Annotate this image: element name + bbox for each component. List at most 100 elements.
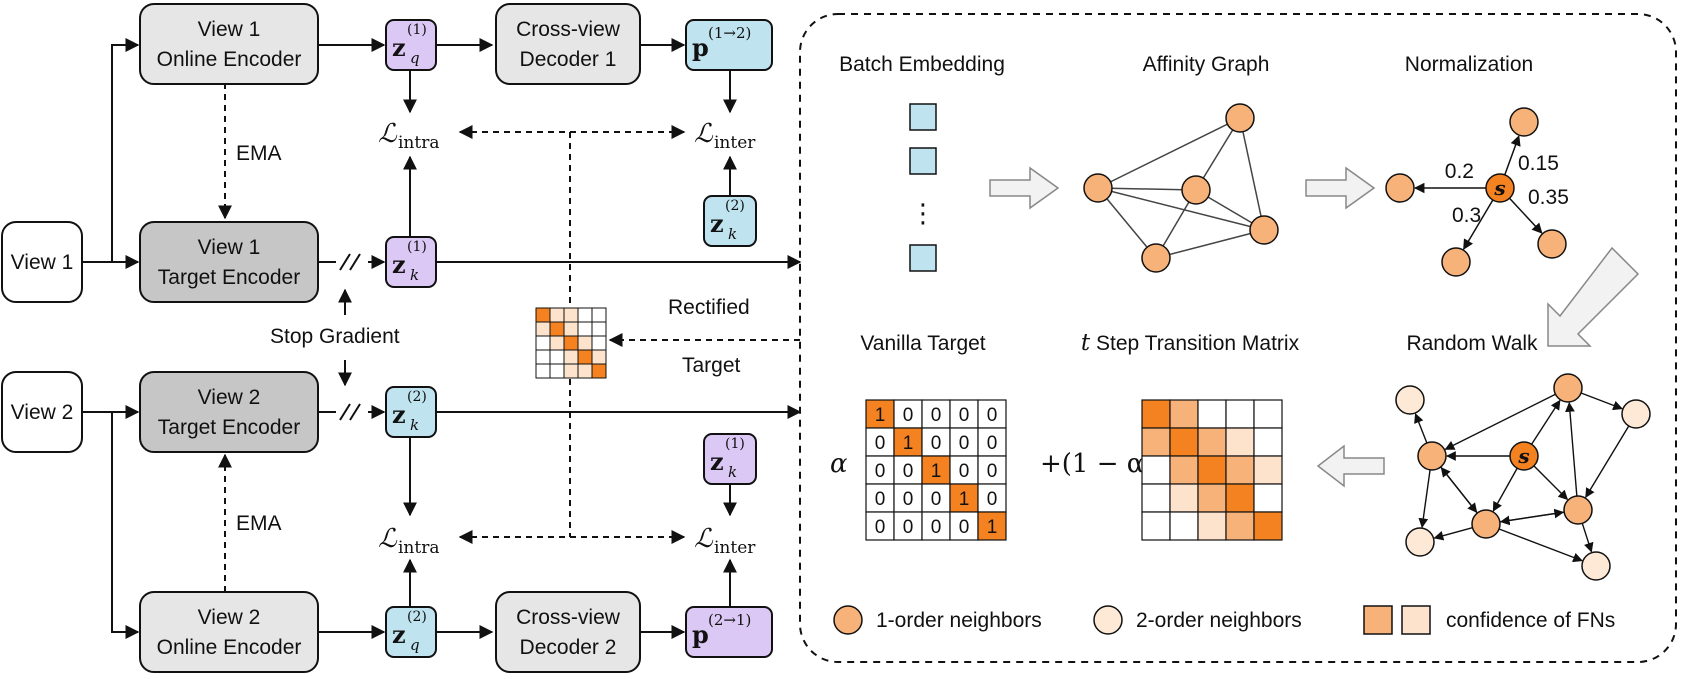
identity-cell-value: 0	[987, 489, 998, 510]
alpha-symbol: α	[830, 449, 848, 479]
identity-cell-value: 0	[875, 489, 886, 510]
loss-intra-bottom: ℒ intra	[378, 524, 439, 558]
small-matrix-cell	[577, 349, 593, 365]
random-walk-title: Random Walk	[1406, 332, 1538, 355]
identity-cell	[949, 399, 979, 429]
identity-cell	[977, 399, 1007, 429]
small-matrix-cell	[563, 363, 579, 379]
small-matrix-cell	[563, 307, 579, 323]
svg-text:(1): (1)	[407, 22, 427, 38]
transition-cell	[1197, 427, 1227, 457]
walk-edge	[1533, 465, 1569, 501]
affinity-node	[1249, 215, 1279, 245]
zq1-token: z (1) q	[385, 19, 437, 71]
walk-edge	[1498, 528, 1583, 563]
identity-cell	[977, 511, 1007, 541]
normalization-neighbor	[1441, 247, 1471, 277]
affinity-node	[1083, 173, 1113, 203]
transition-cell	[1253, 511, 1283, 541]
affinity-edge	[1239, 117, 1265, 231]
arrow-to-transition	[1316, 444, 1385, 488]
svg-text:p: p	[692, 33, 709, 62]
transition-matrix-title: t Step Transition Matrix	[1081, 330, 1300, 356]
small-matrix-cell	[535, 363, 551, 379]
transition-cell	[1253, 455, 1283, 485]
walk-edge	[1531, 399, 1561, 445]
walk-edge	[1581, 523, 1594, 553]
transition-cell	[1225, 511, 1255, 541]
walk-first-order-node	[1553, 373, 1583, 403]
transition-cell	[1141, 483, 1171, 513]
small-matrix-cell	[591, 363, 607, 379]
identity-cell-value: 0	[959, 405, 970, 426]
svg-text:View 1: View 1	[198, 236, 261, 259]
identity-cell	[921, 427, 951, 457]
svg-text:View 1: View 1	[198, 18, 261, 41]
walk-second-order-node	[1405, 527, 1435, 557]
svg-text:(2→1): (2→1)	[708, 611, 751, 629]
svg-text:intra: intra	[398, 133, 439, 153]
normalization-neighbor	[1509, 107, 1539, 137]
small-matrix-cell	[549, 321, 565, 337]
transition-cell	[1253, 427, 1283, 457]
identity-cell-value: 0	[903, 461, 914, 482]
svg-text:ℒ: ℒ	[694, 119, 714, 149]
small-matrix-cell	[549, 335, 565, 351]
view2-label: View 2	[11, 401, 74, 424]
small-matrix-cell	[563, 349, 579, 365]
walk-first-order-node	[1563, 495, 1593, 525]
normalization-title: Normalization	[1405, 53, 1533, 76]
arrow-to-affinity	[989, 166, 1060, 210]
flow-arrows	[989, 166, 1640, 488]
batch-ellipsis: ⋮	[910, 198, 936, 228]
connections	[82, 38, 802, 639]
svg-text:(1): (1)	[407, 239, 427, 255]
identity-cell-value: 0	[987, 405, 998, 426]
identity-cell-value: 0	[875, 433, 886, 454]
small-matrix-cell	[577, 307, 593, 323]
loss-inter-top: ℒ inter	[694, 119, 756, 153]
view1-input: View 1	[1, 221, 83, 303]
svg-text:z: z	[392, 620, 406, 649]
transition-matrix	[1141, 399, 1283, 541]
transition-cell	[1225, 455, 1255, 485]
svg-text:z: z	[392, 400, 406, 429]
transition-cell	[1169, 483, 1199, 513]
view1-label: View 1	[11, 251, 74, 274]
svg-text:intra: intra	[398, 538, 439, 558]
svg-text:Target Encoder: Target Encoder	[158, 416, 300, 439]
svg-text:z: z	[392, 250, 406, 279]
affinity-graph	[1083, 103, 1279, 273]
normalization-neighbor	[1385, 173, 1415, 203]
identity-cell	[865, 511, 895, 541]
legend-confidence-low	[1401, 605, 1431, 635]
small-matrix-cell	[535, 321, 551, 337]
transition-cell	[1225, 399, 1255, 429]
transition-cell	[1197, 511, 1227, 541]
walk-first-order-node	[1417, 441, 1447, 471]
svg-text:k: k	[728, 225, 737, 243]
small-matrix-cell	[535, 307, 551, 323]
affinity-node	[1225, 103, 1255, 133]
svg-text:View 2: View 2	[198, 386, 261, 409]
identity-cell-value: 0	[931, 517, 942, 538]
identity-cell-value: 1	[903, 433, 914, 454]
legend-confidence-high	[1363, 605, 1393, 635]
normalization-weight: 0.15	[1518, 152, 1559, 175]
legend: 1-order neighbors 2-order neighbors conf…	[833, 605, 1615, 635]
identity-cell	[893, 483, 923, 513]
identity-cell	[921, 399, 951, 429]
walk-edge	[1580, 392, 1623, 411]
small-matrix-cell	[591, 335, 607, 351]
identity-cell-value: 0	[959, 461, 970, 482]
identity-cell-value: 0	[931, 405, 942, 426]
normalization-weight: 0.3	[1452, 204, 1481, 227]
legend-second-order-marker	[1093, 605, 1123, 635]
svg-text:p: p	[692, 620, 709, 649]
walk-edge	[1418, 469, 1431, 529]
rectified-label: Rectified	[668, 296, 750, 319]
arrow-to-normalization	[1305, 166, 1376, 210]
zk2-token-left: z (2) k	[385, 386, 437, 438]
transition-cell	[1141, 455, 1171, 485]
svg-text:Decoder 1: Decoder 1	[520, 48, 617, 71]
